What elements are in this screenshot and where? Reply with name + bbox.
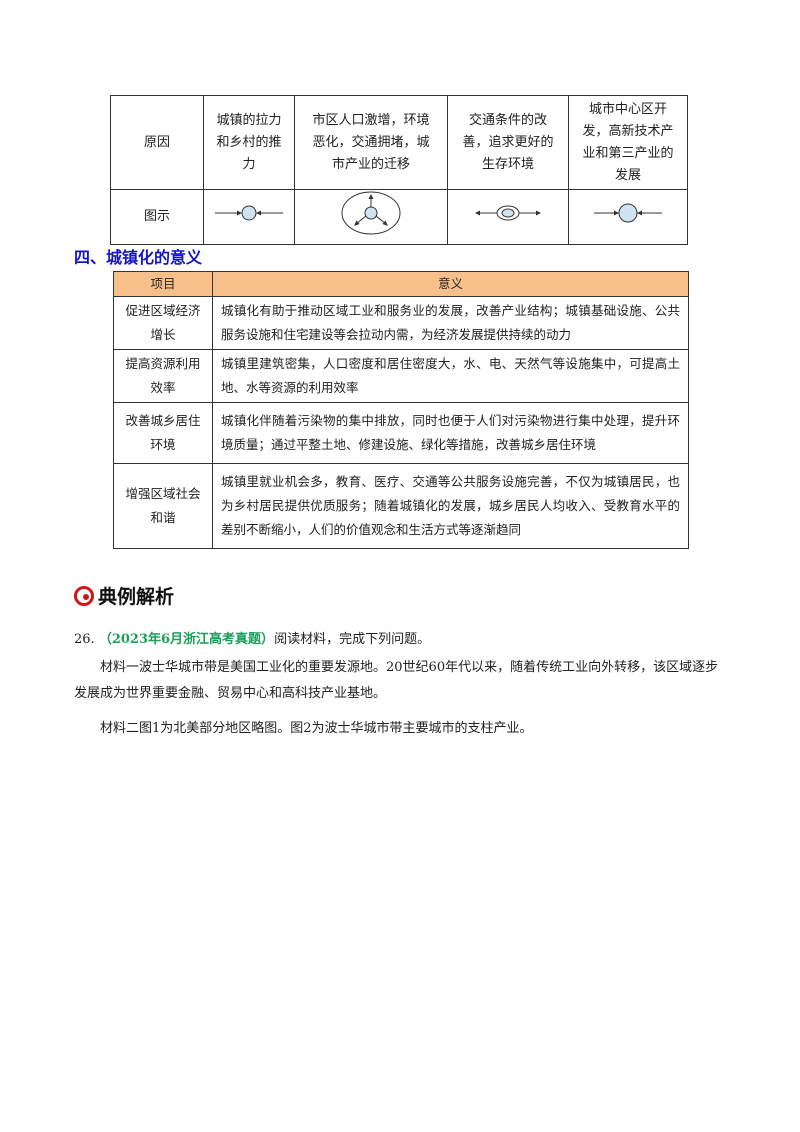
outward-arrows-ring-icon xyxy=(475,205,541,221)
meaning-cell: 城镇里就业机会多，教育、医疗、交通等公共服务设施完善，不仅为城镇居民，也为乡村居… xyxy=(212,463,689,549)
urbanization-reasons-table: 原因 城镇的拉力 和乡村的推 力 市区人口激增，环境 恶化，交通拥堵，城 市产业… xyxy=(110,95,688,245)
row-label-reason: 原因 xyxy=(110,95,204,190)
reason-text: 发展 xyxy=(614,167,641,183)
question-instruction: 阅读材料，完成下列问题。 xyxy=(274,632,431,647)
material-two: 材料二图1为北美部分地区略图。图2为波士华城市带主要城市的支柱产业。 xyxy=(100,721,533,736)
item-cell: 增强区域社会 和谐 xyxy=(113,463,213,549)
question-number: 26. xyxy=(74,632,95,647)
item-text: 环境 xyxy=(150,437,176,452)
reason-cell: 城市中心区开 发，高新技术产 业和第三产业的 发展 xyxy=(568,95,688,190)
inward-arrows-icon xyxy=(594,203,662,223)
item-text: 增长 xyxy=(150,327,176,342)
item-text: 促进区域经济 xyxy=(125,303,201,318)
material-one: 材料一波士华城市带是美国工业化的重要发源地。20世纪60年代以来，随着传统工业向… xyxy=(74,660,719,701)
header-item: 项目 xyxy=(113,271,213,297)
example-title-text: 典例解析 xyxy=(98,586,175,608)
item-cell: 促进区域经济 增长 xyxy=(113,296,213,350)
reason-text: 市区人口激增，环境 xyxy=(312,112,430,128)
item-text: 提高资源利用 xyxy=(125,356,201,371)
reason-text: 业和第三产业的 xyxy=(582,145,674,161)
section-heading: 四、城镇化的意义 xyxy=(74,248,203,267)
reason-cell: 交通条件的改 善，追求更好的 生存环境 xyxy=(447,95,569,190)
table-row: 原因 城镇的拉力 和乡村的推 力 市区人口激增，环境 恶化，交通拥堵，城 市产业… xyxy=(110,95,688,190)
question-source: （2023年6月浙江高考真题） xyxy=(98,632,275,647)
radial-outward-arrows-icon xyxy=(341,191,401,235)
table-row: 促进区域经济 增长 城镇化有助于推动区域工业和服务业的发展，改善产业结构；城镇基… xyxy=(113,296,689,350)
table-row: 增强区域社会 和谐 城镇里就业机会多，教育、医疗、交通等公共服务设施完善，不仅为… xyxy=(113,463,689,549)
reason-text: 力 xyxy=(242,156,256,172)
reason-text: 城镇的拉力 xyxy=(216,112,282,128)
item-cell: 提高资源利用 效率 xyxy=(113,349,213,403)
diagram-cell xyxy=(294,189,448,245)
urbanization-meaning-table: 项目 意义 促进区域经济 增长 城镇化有助于推动区域工业和服务业的发展，改善产业… xyxy=(113,271,689,549)
reason-cell: 市区人口激增，环境 恶化，交通拥堵，城 市产业的迁移 xyxy=(294,95,448,190)
item-cell: 改善城乡居住 环境 xyxy=(113,402,213,464)
meaning-cell: 城镇化有助于推动区域工业和服务业的发展，改善产业结构；城镇基础设施、公共服务设施… xyxy=(212,296,689,350)
reason-text: 交通条件的改 xyxy=(468,112,547,128)
example-badge-icon xyxy=(74,585,94,606)
item-text: 效率 xyxy=(150,380,176,395)
meaning-cell: 城镇里建筑密集，人口密度和居住密度大，水、电、天然气等设施集中，可提高土地、水等… xyxy=(212,349,689,403)
reason-cell: 城镇的拉力 和乡村的推 力 xyxy=(203,95,295,190)
diagram-cell xyxy=(203,189,295,245)
diagram-cell xyxy=(568,189,688,245)
diagram-cell xyxy=(447,189,569,245)
row-label-diagram: 图示 xyxy=(110,189,204,245)
reason-text: 发，高新技术产 xyxy=(582,123,674,139)
table-row: 图示 xyxy=(110,189,688,245)
item-text: 增强区域社会 xyxy=(125,486,201,501)
question-header: 26. （2023年6月浙江高考真题）阅读材料，完成下列问题。 xyxy=(74,628,430,647)
inward-arrows-icon xyxy=(215,205,283,221)
reason-text: 生存环境 xyxy=(481,156,534,172)
item-text: 和谐 xyxy=(150,510,176,525)
item-text: 改善城乡居住 xyxy=(125,413,201,428)
reason-text: 市产业的迁移 xyxy=(331,156,410,172)
reason-text: 城市中心区开 xyxy=(588,101,667,117)
meaning-cell: 城镇化伴随着污染物的集中排放，同时也便于人们对污染物进行集中处理，提升环境质量；… xyxy=(212,402,689,464)
reason-text: 和乡村的推 xyxy=(216,134,282,150)
header-meaning: 意义 xyxy=(212,271,689,297)
table-header-row: 项目 意义 xyxy=(113,271,689,297)
example-section-title: 典例解析 xyxy=(74,582,174,609)
reason-text: 善，追求更好的 xyxy=(462,134,554,150)
table-row: 改善城乡居住 环境 城镇化伴随着污染物的集中排放，同时也便于人们对污染物进行集中… xyxy=(113,402,689,464)
reason-text: 恶化，交通拥堵，城 xyxy=(312,134,430,150)
table-row: 提高资源利用 效率 城镇里建筑密集，人口密度和居住密度大，水、电、天然气等设施集… xyxy=(113,349,689,403)
